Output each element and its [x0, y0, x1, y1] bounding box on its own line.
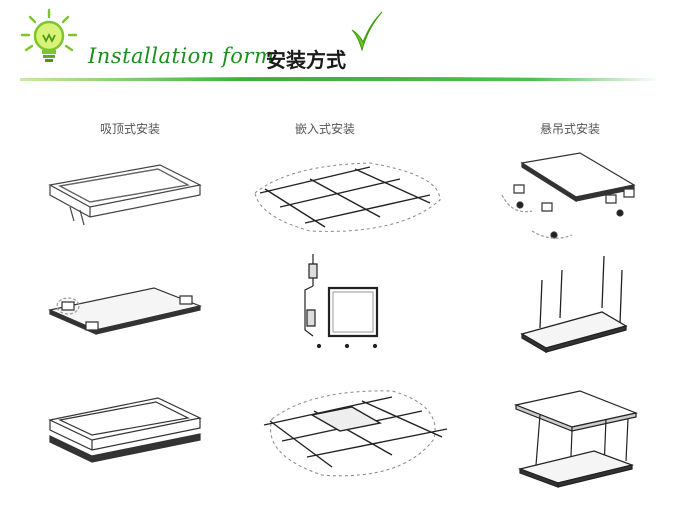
- lightbulb-icon: [20, 8, 78, 62]
- recessed-ceiling-grid-diagram: [250, 155, 450, 245]
- checkmark-icon: [351, 11, 383, 52]
- suspended-panel-clips-diagram: [492, 145, 642, 245]
- suspended-panel-wires-diagram: [512, 250, 632, 360]
- recessed-panel-in-grid-diagram: [252, 385, 452, 485]
- title-chinese: 安装方式: [266, 48, 346, 72]
- surface-mount-assembled-diagram: [40, 388, 210, 478]
- column-label-surface-mount: 吸顶式安装: [99, 122, 160, 136]
- suspended-panel-hanging-diagram: [510, 385, 640, 495]
- header-divider: [20, 77, 660, 81]
- recessed-panel-driver-diagram: [295, 250, 395, 360]
- column-label-suspended-mount: 悬吊式安装: [539, 122, 600, 136]
- title-english: Installation form: [88, 44, 275, 68]
- surface-mount-panel-clips-diagram: [42, 272, 212, 352]
- header: Installation form 安装方式: [0, 0, 674, 90]
- column-label-recessed-mount: 嵌入式安装: [294, 122, 355, 136]
- surface-mount-frame-diagram: [40, 155, 210, 235]
